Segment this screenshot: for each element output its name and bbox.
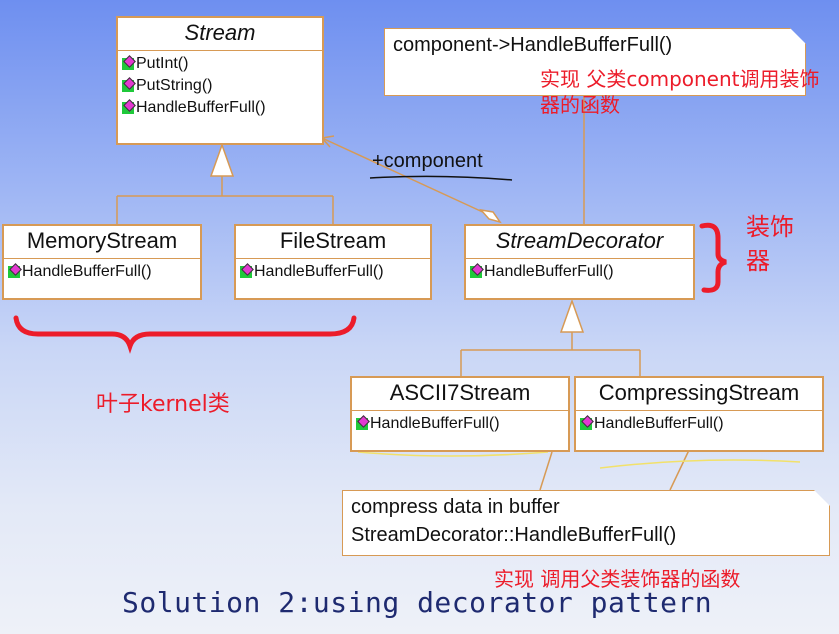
operation-icon bbox=[470, 266, 482, 278]
note-component-call[interactable]: component->HandleBufferFull() bbox=[384, 28, 806, 96]
operation-icon bbox=[122, 80, 134, 92]
class-name-file-stream: FileStream bbox=[236, 226, 430, 259]
annotation-decorator: 装饰器 bbox=[746, 213, 794, 275]
operation-handlebufferfull: HandleBufferFull() bbox=[240, 261, 426, 283]
underline-yellow-2 bbox=[599, 459, 801, 469]
operation-putint: PutInt() bbox=[122, 53, 318, 75]
operation-icon bbox=[240, 266, 252, 278]
operation-putstring: PutString() bbox=[122, 75, 318, 97]
operation-icon bbox=[122, 58, 134, 70]
class-name-ascii7-stream: ASCII7Stream bbox=[352, 378, 568, 411]
underline-component bbox=[369, 175, 513, 181]
operation-handlebufferfull: HandleBufferFull() bbox=[580, 413, 818, 435]
class-name-memory-stream: MemoryStream bbox=[4, 226, 200, 259]
aggregation-diamond bbox=[479, 208, 502, 224]
brace-decorator bbox=[699, 222, 727, 293]
operation-icon bbox=[122, 102, 134, 114]
note-line-2: StreamDecorator::HandleBufferFull() bbox=[351, 524, 677, 546]
slide-title: Solution 2:using decorator pattern bbox=[122, 586, 713, 619]
generalization-arrowhead bbox=[209, 142, 235, 177]
underline-yellow-1 bbox=[357, 451, 549, 457]
class-stream-decorator[interactable]: StreamDecorator HandleBufferFull() bbox=[464, 224, 695, 300]
annotation-impl-top: 实现 父类component调用装饰器的函数 bbox=[540, 67, 820, 117]
class-name-stream: Stream bbox=[118, 18, 322, 51]
class-name-compressing-stream: CompressingStream bbox=[576, 378, 822, 411]
operation-icon bbox=[8, 266, 20, 278]
class-memory-stream[interactable]: MemoryStream HandleBufferFull() bbox=[2, 224, 202, 300]
annotation-impl-bottom: 实现 调用父类装饰器的函数 bbox=[494, 567, 741, 591]
brace-leaf bbox=[13, 315, 357, 354]
class-name-stream-decorator: StreamDecorator bbox=[466, 226, 693, 259]
note-line-1: compress data in buffer bbox=[351, 496, 560, 518]
class-stream[interactable]: Stream PutInt() PutString() HandleBuffer… bbox=[116, 16, 324, 145]
note-component-text: component->HandleBufferFull() bbox=[393, 34, 673, 56]
note-compress-data[interactable]: compress data in buffer StreamDecorator:… bbox=[342, 490, 830, 556]
class-file-stream[interactable]: FileStream HandleBufferFull() bbox=[234, 224, 432, 300]
association-label: +component bbox=[372, 150, 483, 172]
operation-handlebufferfull: HandleBufferFull() bbox=[122, 97, 318, 119]
operation-icon bbox=[356, 418, 368, 430]
operation-handlebufferfull: HandleBufferFull() bbox=[8, 261, 196, 283]
operation-handlebufferfull: HandleBufferFull() bbox=[470, 261, 689, 283]
class-ascii7-stream[interactable]: ASCII7Stream HandleBufferFull() bbox=[350, 376, 570, 452]
operation-icon bbox=[580, 418, 592, 430]
class-compressing-stream[interactable]: CompressingStream HandleBufferFull() bbox=[574, 376, 824, 452]
annotation-leaf: 叶子kernel类 bbox=[96, 392, 230, 417]
operation-handlebufferfull: HandleBufferFull() bbox=[356, 413, 564, 435]
